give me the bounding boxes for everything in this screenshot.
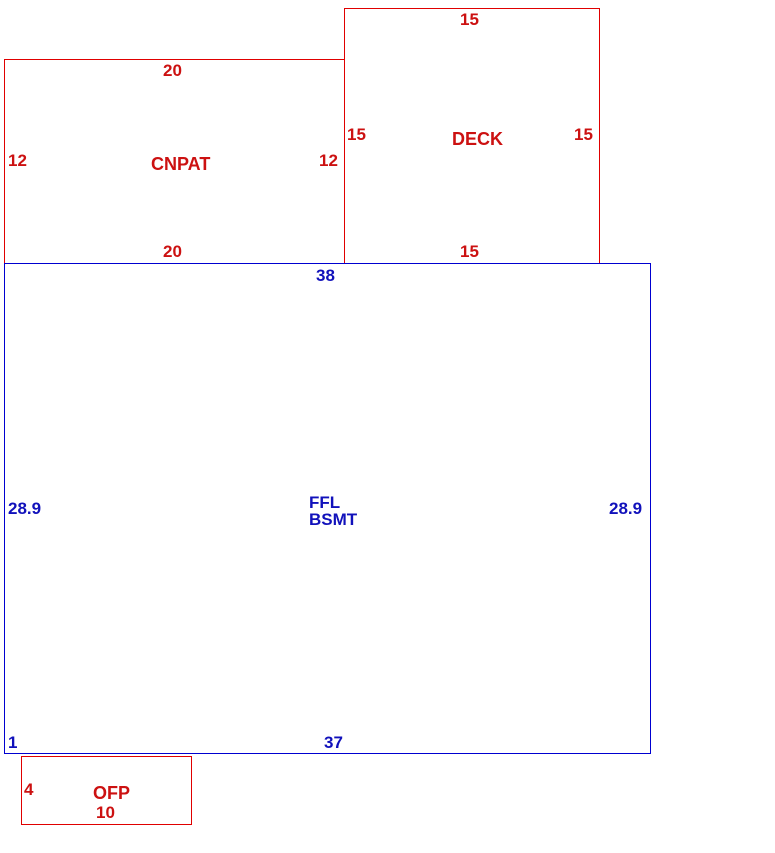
cnpat-top-dimension: 20 (163, 61, 182, 80)
cnpat-label: CNPAT (151, 154, 211, 174)
deck-label: DECK (452, 129, 504, 149)
ofp-left-dimension: 4 (24, 780, 34, 799)
cnpat-right-dimension: 12 (319, 151, 338, 170)
ofp-label: OFP (93, 783, 131, 803)
cnpat-bottom-dimension: 20 (163, 242, 182, 261)
deck-top-dimension: 15 (460, 10, 479, 29)
main-label-ffl: FFL (309, 493, 341, 512)
cnpat-left-dimension: 12 (8, 151, 27, 170)
main-left-dimension: 28.9 (8, 499, 42, 518)
deck-left-dimension: 15 (347, 125, 366, 144)
deck-right-dimension: 15 (574, 125, 593, 144)
main-bottom-dimension: 37 (324, 733, 343, 752)
ofp-bottom-dimension: 10 (96, 803, 115, 822)
ofp-outline (21, 756, 192, 825)
main-label-bsmt: BSMT (309, 510, 358, 529)
deck-bottom-dimension: 15 (460, 242, 479, 261)
main-corner-dimension: 1 (8, 733, 18, 752)
main-right-dimension: 28.9 (609, 499, 643, 518)
main-top-dimension: 38 (316, 266, 335, 285)
main-area-outline (4, 263, 651, 754)
